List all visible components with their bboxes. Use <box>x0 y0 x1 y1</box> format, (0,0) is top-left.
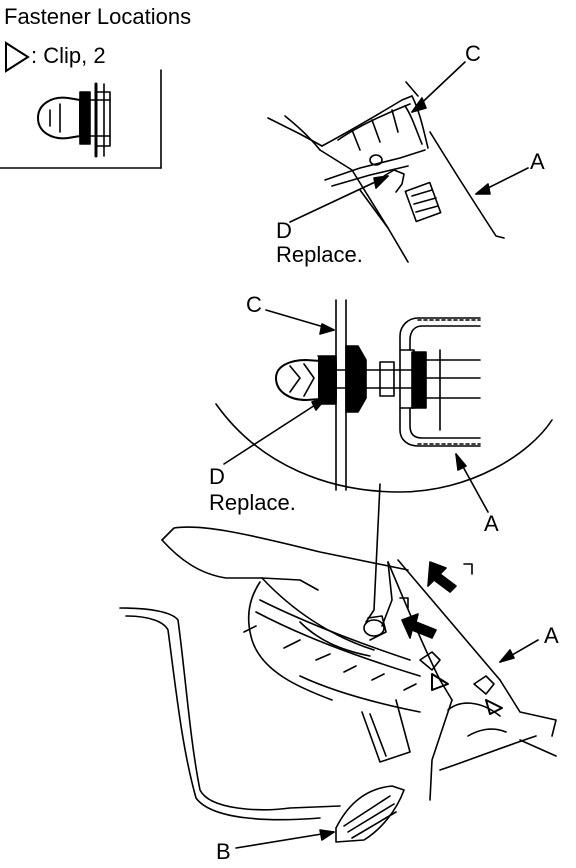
label-c-mid: C <box>246 292 262 317</box>
label-b-bottom: B <box>216 839 231 864</box>
label-d-top: D <box>276 218 292 243</box>
label-d-mid: D <box>209 464 225 489</box>
page-title: Fastener Locations <box>4 4 192 29</box>
label-a-mid: A <box>484 511 499 536</box>
vehicle-interior-view <box>119 526 557 843</box>
label-a-low: A <box>544 623 559 648</box>
middle-clip-section <box>215 299 553 493</box>
label-a-top: A <box>530 149 545 174</box>
legend-inset-box <box>0 69 162 169</box>
replace-note-mid: Replace. <box>209 490 296 515</box>
label-c-top: C <box>465 41 481 66</box>
legend-text: : Clip, 2 <box>31 43 106 68</box>
legend-clip-icon <box>37 82 111 158</box>
removal-direction-arrows <box>399 561 473 639</box>
top-pillar-view <box>267 81 505 263</box>
replace-note-top: Replace. <box>276 242 363 267</box>
